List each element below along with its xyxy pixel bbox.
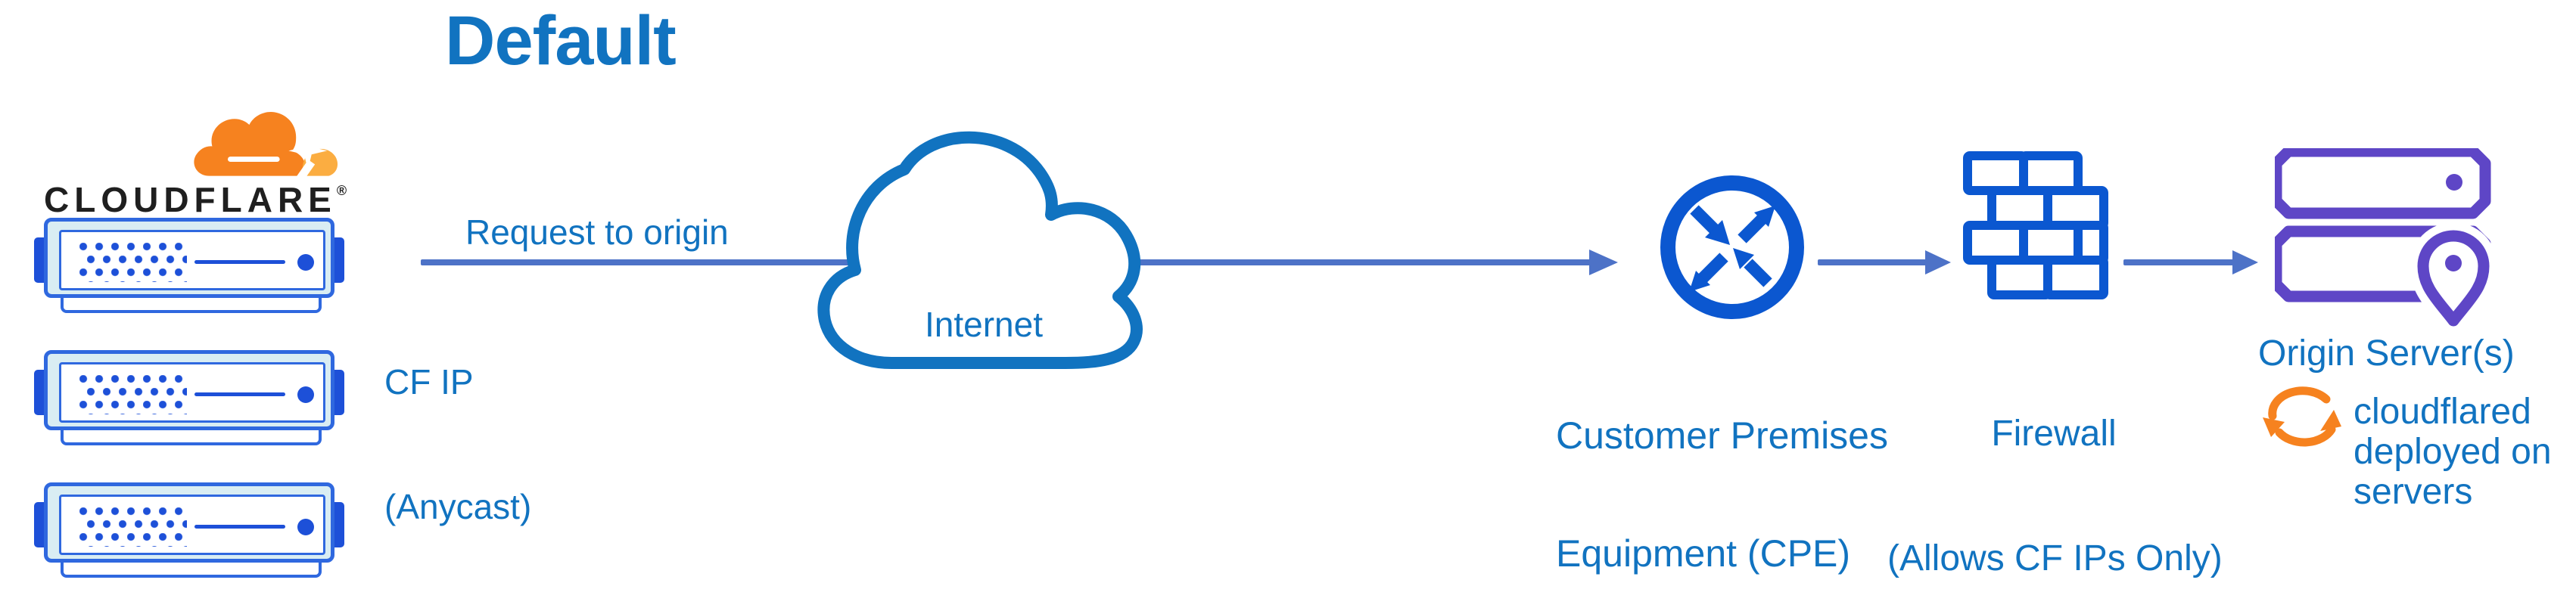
server-chassis [44,350,334,430]
cf-ip-label-line2: (Anycast) [384,487,532,526]
edge-server-stack [34,218,344,582]
edge-server-1 [34,218,344,316]
server-slot-line [194,392,285,396]
server-front-panel [59,362,325,423]
server-power-led-icon [297,254,314,271]
page-title: Default [445,2,677,79]
cloudflare-wordmark: CLOUDFLARE ® [44,180,348,219]
server-vent-dots-icon [79,507,187,547]
request-to-origin-label: Request to origin [465,212,729,252]
origin-servers-label: Origin Server(s) [2258,333,2515,374]
firewall-to-origin-arrow [2123,250,2258,274]
edge-server-3 [34,482,344,581]
cpe-label-line2: Equipment (CPE) [1556,532,1851,575]
internet-label: Internet [925,305,1043,344]
edge-server-2 [34,350,344,448]
registered-trademark-mark: ® [336,183,347,198]
server-vent-dots-icon [79,375,187,414]
cpe-router-icon [1660,175,1804,319]
server-power-led-icon [297,519,314,535]
cloudflared-note: cloudflared deployed on servers [2354,392,2552,512]
origin-servers-icon [2275,148,2493,327]
server-chassis [44,218,334,298]
cloudflare-wordmark-text: CLOUDFLARE [44,180,337,219]
cpe-to-firewall-arrow [1818,250,1951,274]
server-vent-dots-icon [79,243,187,282]
firewall-label-line2: (Allows CF IPs Only) [1887,538,2223,578]
cloudflare-cloud-icon [194,112,338,181]
server-front-panel [59,230,325,290]
server-slot-line [194,525,285,529]
server-power-led-icon [297,386,314,403]
firewall-brick-icon [1963,151,2108,299]
internet-cloud-icon [817,131,1143,369]
server-chassis [44,482,334,563]
firewall-label-line1: Firewall [1991,414,2117,454]
cloudflared-sync-icon [2263,386,2341,447]
server-front-panel [59,495,325,555]
cpe-label-line1: Customer Premises [1556,414,1888,457]
server-slot-line [194,260,285,264]
cf-ip-anycast-label: CF IP (Anycast) [384,278,531,611]
cf-ip-label-line1: CF IP [384,362,474,402]
cpe-label: Customer Premises Equipment (CPE) [1556,337,1888,614]
firewall-label: Firewall (Allows CF IPs Only) [1887,330,2223,614]
